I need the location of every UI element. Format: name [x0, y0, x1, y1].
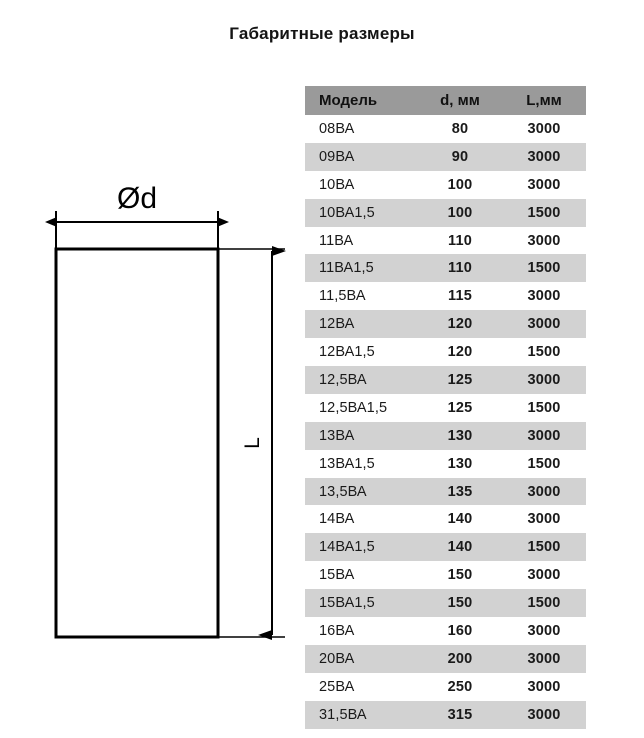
cell-diameter: 140: [447, 511, 473, 528]
cell-model: 10ВА1,5: [319, 204, 375, 221]
cell-diameter: 150: [447, 567, 473, 584]
cell-model: 12ВА: [319, 316, 355, 333]
cell-model: 20ВА: [319, 650, 355, 667]
cell-diameter: 120: [447, 316, 473, 333]
cell-model: 13,5ВА: [319, 483, 367, 500]
cell-model: 25ВА: [319, 678, 355, 695]
cell-diameter: 135: [447, 483, 473, 500]
cell-length: 3000: [527, 567, 561, 584]
cell-model: 14ВА1,5: [319, 539, 375, 556]
table-row: 25ВА 250 3000: [305, 672, 586, 701]
table-row: 14ВА 140 3000: [305, 505, 586, 534]
cell-length: 3000: [527, 427, 561, 444]
cell-diameter: 140: [447, 539, 473, 556]
cell-model: 14ВА: [319, 511, 355, 528]
cell-length: 3000: [527, 678, 561, 695]
table-row: 08ВА 80 3000: [305, 115, 586, 143]
diameter-label: Ød: [117, 182, 157, 215]
cell-diameter: 130: [447, 427, 473, 444]
cell-model: 31,5ВА: [319, 706, 367, 723]
cell-length: 3000: [527, 176, 561, 193]
column-header-l: L,мм: [502, 86, 586, 115]
cell-diameter: 125: [447, 371, 473, 388]
cell-diameter: 80: [451, 120, 469, 137]
cell-length: 3000: [527, 148, 561, 165]
cell-length: 3000: [527, 288, 561, 305]
cell-model: 12,5ВА: [319, 371, 367, 388]
cell-diameter: 100: [447, 176, 473, 193]
cell-model: 11ВА: [319, 232, 354, 249]
table-row: 11,5ВА 115 3000: [305, 282, 586, 311]
table-row: 31,5ВА 315 3000: [305, 700, 586, 729]
cell-length: 1500: [527, 399, 561, 416]
table-row: 14ВА1,5 140 1500: [305, 533, 586, 562]
cell-length: 3000: [527, 483, 561, 500]
duct-profile-rect: [54, 247, 220, 639]
table-row: 12,5ВА 125 3000: [305, 366, 586, 394]
cell-diameter: 200: [447, 650, 473, 667]
table-row: 15ВА 150 3000: [305, 561, 586, 590]
cell-diameter: 150: [447, 595, 473, 612]
cell-model: 10ВА: [319, 176, 355, 193]
table-row: 15ВА1,5 150 1500: [305, 589, 586, 618]
cell-length: 3000: [527, 371, 561, 388]
cell-model: 13ВА1,5: [319, 455, 375, 472]
cell-model: 09ВА: [319, 148, 355, 165]
cell-length: 3000: [527, 622, 561, 639]
cell-diameter: 90: [451, 148, 469, 165]
cell-model: 08ВА: [319, 120, 355, 137]
cell-length: 1500: [527, 260, 561, 277]
cell-length: 3000: [527, 650, 561, 667]
cell-model: 15ВА1,5: [319, 595, 375, 612]
cell-model: 12ВА1,5: [319, 344, 375, 361]
cell-diameter: 250: [447, 678, 473, 695]
column-header-d: d, мм: [418, 86, 502, 115]
cell-model: 13ВА: [319, 427, 355, 444]
table-row: 20ВА 200 3000: [305, 644, 586, 673]
length-label: L: [241, 437, 264, 449]
table-row: 11ВА1,5 110 1500: [305, 254, 586, 283]
cell-length: 1500: [527, 204, 561, 221]
cell-diameter: 110: [448, 232, 472, 249]
table-row: 13ВА 130 3000: [305, 421, 586, 450]
cell-length: 1500: [527, 539, 561, 556]
cell-diameter: 100: [447, 204, 473, 221]
cell-model: 11ВА1,5: [319, 260, 374, 277]
table-row: 12ВА1,5 120 1500: [305, 338, 586, 367]
cell-length: 3000: [527, 120, 561, 137]
cell-length: 3000: [527, 511, 561, 528]
cell-diameter: 315: [447, 706, 473, 723]
cell-diameter: 125: [447, 399, 473, 416]
cell-length: 1500: [527, 595, 561, 612]
cell-length: 3000: [527, 316, 561, 333]
table-row: 10ВА1,5 100 1500: [305, 198, 586, 227]
cell-diameter: 115: [448, 288, 472, 305]
column-header-model: Модель: [305, 86, 418, 115]
cell-length: 3000: [527, 706, 561, 723]
cell-diameter: 130: [447, 455, 473, 472]
table-row: 13,5ВА 135 3000: [305, 477, 586, 506]
cell-model: 11,5ВА: [319, 288, 366, 305]
cell-length: 3000: [527, 232, 561, 249]
cell-model: 15ВА: [319, 567, 355, 584]
cell-diameter: 160: [447, 622, 473, 639]
table-row: 10ВА 100 3000: [305, 170, 586, 199]
page-title: Габаритные размеры: [229, 24, 415, 43]
cell-model: 12,5ВА1,5: [319, 399, 388, 416]
table-row: 12ВА 120 3000: [305, 310, 586, 339]
cell-model: 16ВА: [319, 622, 355, 639]
table-row: 16ВА 160 3000: [305, 617, 586, 645]
table-row: 12,5ВА1,5 125 1500: [305, 393, 586, 422]
dimension-drawing: Ød L: [45, 182, 286, 640]
table-row: 09ВА 90 3000: [305, 142, 586, 171]
cell-length: 1500: [527, 455, 561, 472]
table-row: 11ВА 110 3000: [305, 226, 586, 255]
cell-diameter: 120: [447, 344, 473, 361]
table-header-row: Модель d, мм L,мм: [305, 86, 586, 115]
cell-diameter: 110: [448, 260, 472, 277]
cell-length: 1500: [527, 344, 561, 361]
table-row: 13ВА1,5 130 1500: [305, 449, 586, 478]
